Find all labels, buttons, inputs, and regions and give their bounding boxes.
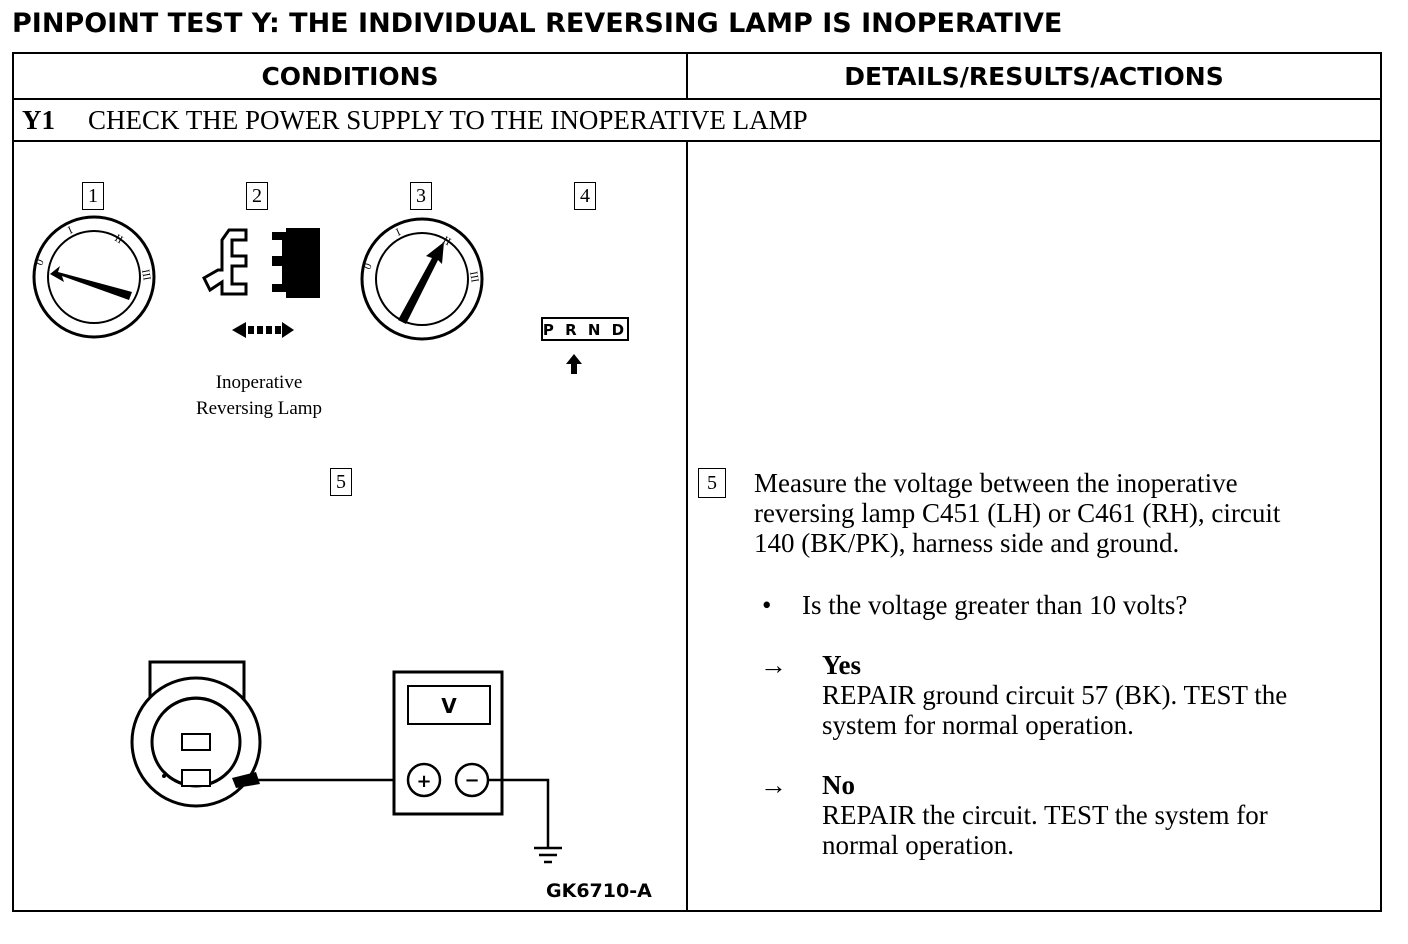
ignition-switch-run-icon: 0 I II III — [360, 217, 484, 341]
switch1-pos1: I — [66, 224, 75, 237]
gear-selector-reverse-icon: P R N D — [541, 317, 629, 374]
pinpoint-test-table: CONDITIONS DETAILS/RESULTS/ACTIONS Y1 CH… — [12, 52, 1382, 912]
no-line-2: normal operation. — [822, 830, 1014, 860]
switch3-pos0: 0 — [362, 261, 375, 271]
yes-result: Yes REPAIR ground circuit 57 (BK). TEST … — [822, 650, 1287, 740]
figure-step-5: 5 — [330, 468, 352, 496]
instruction-line-3: 140 (BK/PK), harness side and ground. — [754, 528, 1180, 558]
question-text: Is the voltage greater than 10 volts? — [802, 590, 1188, 620]
lamp-label: Inoperative Reversing Lamp — [164, 370, 354, 422]
conditions-header: CONDITIONS — [261, 61, 439, 91]
switch3-pos1: I — [394, 226, 403, 239]
step-id: Y1 — [22, 104, 55, 135]
ground-icon — [534, 846, 562, 864]
body-divider — [686, 142, 688, 912]
instruction-line-1: Measure the voltage between the inoperat… — [754, 468, 1238, 498]
voltmeter-icon: V + − — [258, 670, 550, 848]
meter-plus: + — [416, 771, 431, 792]
connector-disconnect-icon — [202, 228, 320, 338]
meter-v-label: V — [441, 694, 457, 718]
lamp-socket-icon — [130, 660, 262, 808]
yes-label: Yes — [822, 650, 861, 680]
details-header: DETAILS/RESULTS/ACTIONS — [844, 61, 1224, 91]
step-title: CHECK THE POWER SUPPLY TO THE INOPERATIV… — [88, 104, 808, 135]
instruction-text: Measure the voltage between the inoperat… — [754, 468, 1280, 558]
no-label: No — [822, 770, 855, 800]
yes-arrow: → — [760, 650, 787, 680]
meter-minus: − — [464, 770, 479, 791]
yes-line-2: system for normal operation. — [822, 710, 1134, 740]
figure-step-2: 2 — [246, 182, 268, 210]
header-divider — [686, 54, 688, 100]
question-bullet: • — [762, 590, 772, 620]
no-line-1: REPAIR the circuit. TEST the system for — [822, 800, 1268, 830]
table-header-row: CONDITIONS DETAILS/RESULTS/ACTIONS — [14, 54, 1380, 100]
switch1-pos0: 0 — [34, 257, 47, 267]
page-title: PINPOINT TEST Y: THE INDIVIDUAL REVERSIN… — [12, 8, 1063, 39]
no-result: No REPAIR the circuit. TEST the system f… — [822, 770, 1268, 860]
switch1-pos3: III — [139, 268, 153, 281]
instruction-line-2: reversing lamp C451 (LH) or C461 (RH), c… — [754, 498, 1281, 528]
gear-letters: P R N D — [543, 321, 627, 339]
ignition-switch-off-icon: 0 I II III — [32, 215, 156, 339]
yes-line-1: REPAIR ground circuit 57 (BK). TEST the — [822, 680, 1288, 710]
step-row: Y1 CHECK THE POWER SUPPLY TO THE INOPERA… — [14, 100, 1380, 142]
figure-step-4: 4 — [574, 182, 596, 210]
figure-step-3: 3 — [410, 182, 432, 210]
no-arrow: → — [760, 770, 787, 800]
lamp-label-line1: Inoperative — [215, 372, 303, 393]
switch3-pos3: III — [467, 270, 481, 283]
figure-step-1: 1 — [82, 182, 104, 210]
details-step-5: 5 — [698, 468, 726, 498]
lamp-label-line2: Reversing Lamp — [195, 398, 323, 419]
conditions-figure: 0 I II III 0 I II III — [32, 215, 629, 864]
figure-code: GK6710-A — [546, 880, 652, 902]
